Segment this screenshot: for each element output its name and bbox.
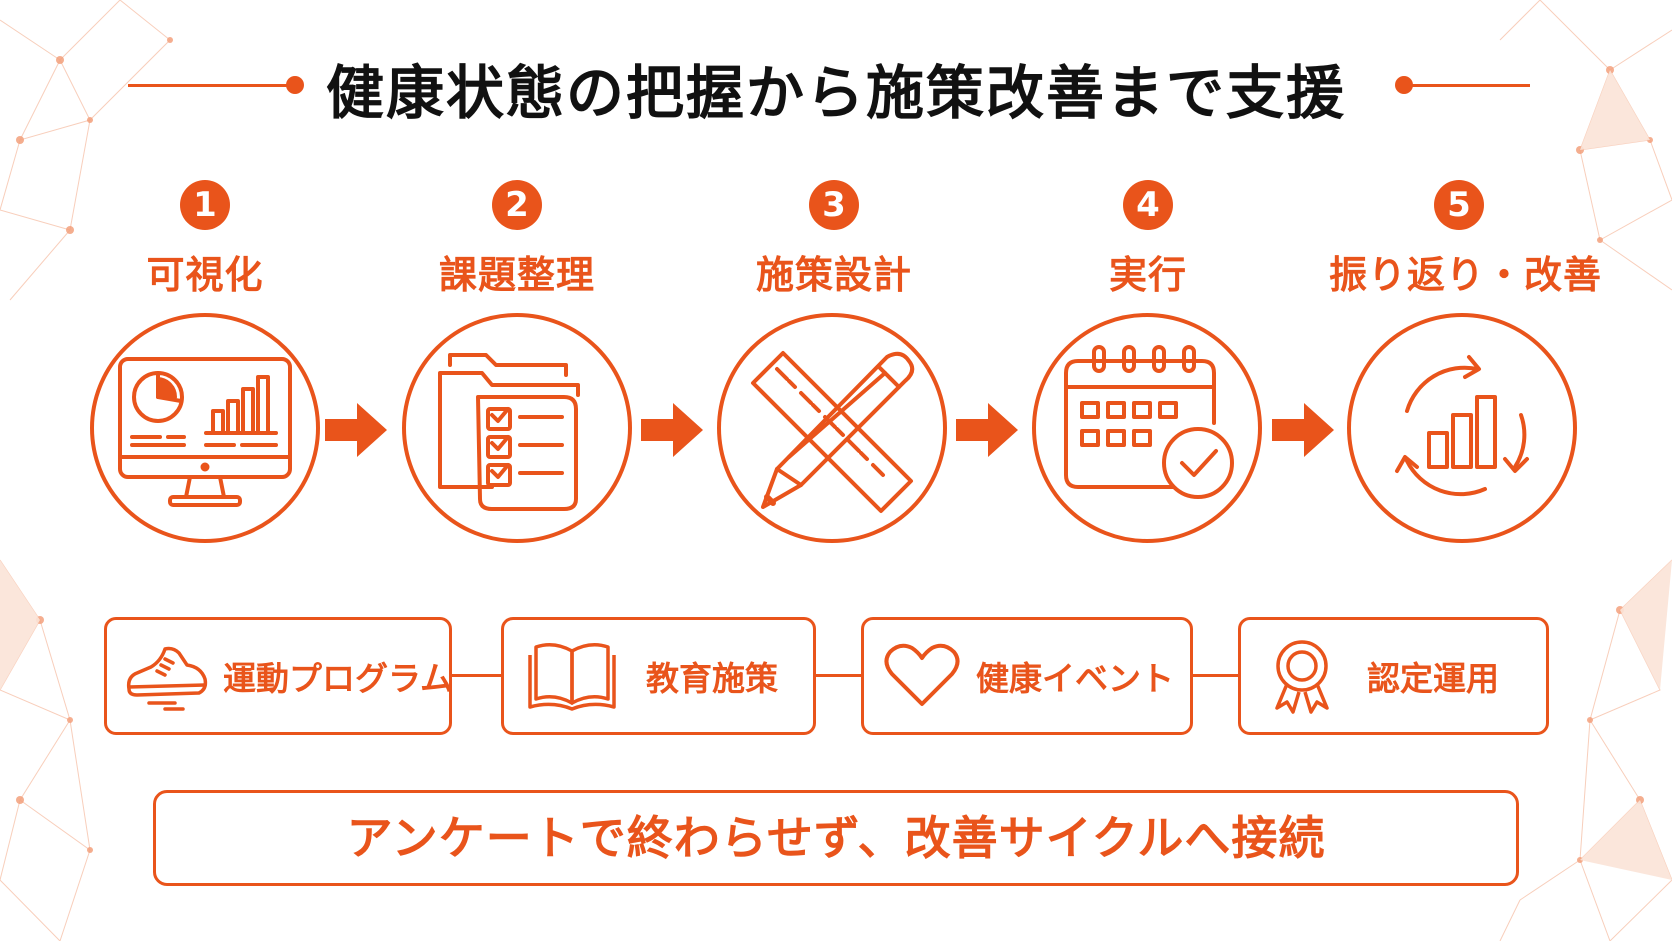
card-connector	[813, 674, 864, 677]
monitor-dashboard-icon	[90, 313, 320, 543]
program-card-event: 健康イベント	[861, 617, 1193, 735]
step-number-badge: 4	[1123, 180, 1173, 230]
title-dot-left	[286, 76, 304, 94]
step-1: 1 可視化	[75, 180, 335, 299]
right-arrow-icon	[325, 403, 387, 457]
step-number-badge: 5	[1434, 180, 1484, 230]
step-3: 3 施策設計	[704, 180, 964, 299]
folder-checklist-icon	[402, 313, 632, 543]
step-label: 振り返り・改善	[1329, 253, 1603, 297]
step-2: 2 課題整理	[387, 180, 647, 299]
program-card-label: 健康イベント	[976, 659, 1174, 698]
step-number-badge: 3	[809, 180, 859, 230]
award-badge-icon	[1275, 640, 1329, 714]
program-card-label: 運動プログラム	[223, 659, 454, 698]
step-label: 可視化	[146, 253, 264, 297]
step-label: 課題整理	[438, 253, 595, 297]
step-number-badge: 1	[180, 180, 230, 230]
step-label: 施策設計	[755, 253, 912, 297]
cycle-chart-icon	[1347, 313, 1577, 543]
right-arrow-icon	[641, 403, 703, 457]
program-card-label: 教育施策	[646, 659, 778, 698]
right-arrow-icon	[956, 403, 1018, 457]
card-connector	[449, 674, 504, 677]
program-card-education: 教育施策	[501, 617, 816, 735]
program-card-exercise: 運動プログラム	[104, 617, 454, 735]
heart-icon	[884, 643, 960, 706]
right-arrow-icon	[1272, 403, 1334, 457]
pencil-ruler-icon	[717, 313, 947, 543]
calendar-check-icon	[1032, 313, 1262, 543]
step-5: 5 振り返り・改善	[1329, 180, 1603, 299]
step-4: 4 実行	[1018, 180, 1278, 299]
page-title: 健康状態の把握から施策改善まで支援	[325, 59, 1346, 127]
program-card-label: 認定運用	[1367, 659, 1499, 698]
title-dot-right	[1395, 76, 1413, 94]
open-book-icon	[528, 643, 616, 711]
summary-banner: アンケートで終わらせず、改善サイクルへ接続	[153, 790, 1519, 886]
card-connector	[1190, 674, 1241, 677]
title-line-right	[1412, 84, 1530, 87]
program-card-certification: 認定運用	[1238, 617, 1549, 735]
step-number-badge: 2	[492, 180, 542, 230]
step-label: 実行	[1108, 253, 1187, 297]
title-line-left	[128, 84, 288, 87]
sneaker-icon	[126, 646, 208, 711]
